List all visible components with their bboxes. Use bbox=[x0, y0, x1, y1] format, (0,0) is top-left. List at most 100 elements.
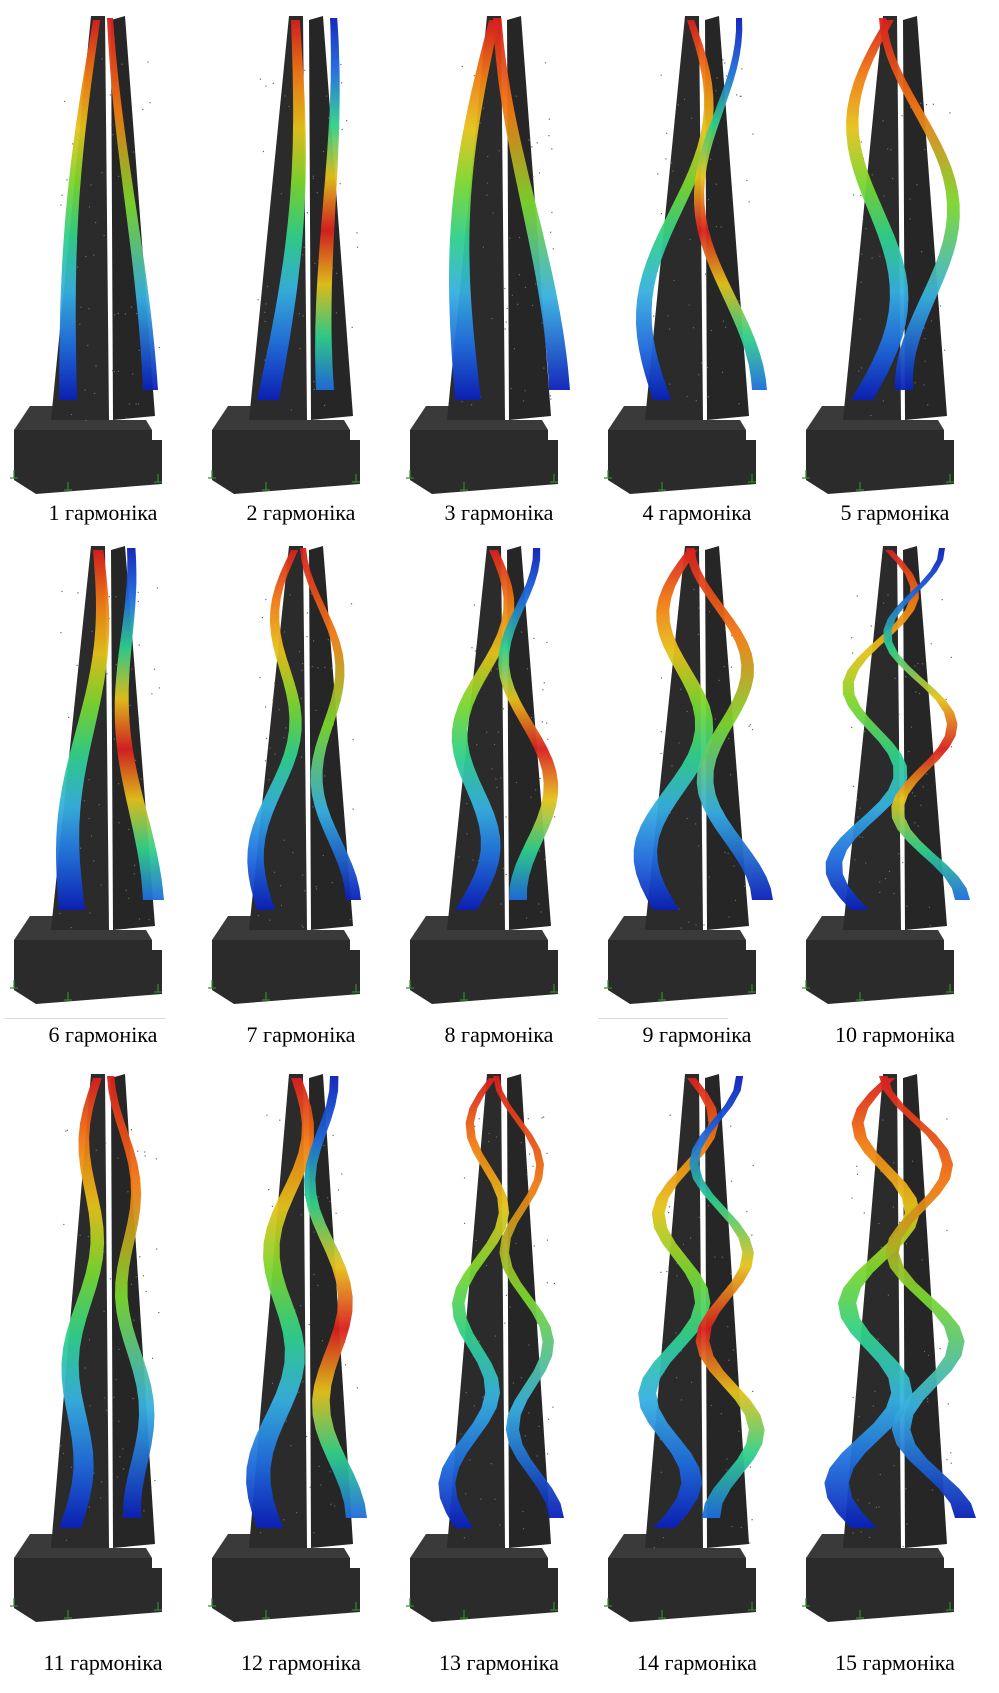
mode-shape-render bbox=[208, 1074, 367, 1622]
deformed-surface-left bbox=[59, 1078, 105, 1528]
tower-leaf-right bbox=[705, 546, 749, 930]
mode-shape-render bbox=[802, 1074, 976, 1622]
mode-shape-render bbox=[10, 546, 164, 1004]
foundation-top bbox=[410, 916, 548, 940]
foundation-top bbox=[212, 1534, 350, 1558]
mode-shape-render bbox=[406, 1074, 564, 1622]
deformed-surface-right bbox=[689, 1076, 765, 1518]
foundation-block bbox=[608, 1558, 756, 1622]
foundation-top bbox=[806, 1534, 944, 1558]
deformed-surface-right bbox=[686, 548, 773, 900]
mode-caption: 5 гармоніка bbox=[840, 500, 950, 525]
mode-caption: 10 гармоніка bbox=[835, 1022, 955, 1047]
deformed-surface-left bbox=[825, 550, 919, 910]
foundation-top bbox=[806, 916, 944, 940]
mode-caption: 13 гармоніка bbox=[439, 1650, 559, 1675]
tower-leaf-right bbox=[507, 1074, 551, 1548]
mode-shape-render bbox=[802, 546, 970, 1004]
deformed-surface-left bbox=[633, 550, 714, 910]
support-markers bbox=[10, 470, 162, 491]
mode-caption: 7 гармоніка bbox=[246, 1022, 356, 1047]
support-markers bbox=[802, 470, 954, 491]
deformed-surface-right bbox=[498, 548, 559, 900]
deformed-surface-left bbox=[449, 20, 500, 400]
foundation-block bbox=[212, 940, 360, 1004]
tower-render bbox=[404, 1068, 594, 1628]
support-markers bbox=[802, 980, 954, 1001]
deformed-surface-right bbox=[300, 548, 361, 900]
foundation-block bbox=[806, 1558, 954, 1622]
deformed-surface-right bbox=[315, 18, 340, 390]
deformed-surface-right bbox=[107, 1076, 155, 1518]
foundation-top bbox=[608, 1534, 746, 1558]
deformed-surface-right bbox=[114, 548, 164, 900]
support-markers bbox=[604, 470, 756, 491]
mode-shape-render bbox=[802, 16, 960, 494]
deformed-surface-left bbox=[56, 550, 110, 910]
mode-shape-render bbox=[10, 16, 162, 494]
mode-caption: 2 гармоніка bbox=[246, 500, 356, 525]
row-separator bbox=[5, 1018, 165, 1019]
support-markers bbox=[604, 980, 756, 1001]
mode-shape-render bbox=[406, 16, 570, 494]
deformed-surface-left bbox=[451, 550, 515, 910]
tower-render bbox=[8, 10, 198, 500]
foundation-block bbox=[212, 430, 360, 494]
tower-leaf-left bbox=[843, 546, 901, 930]
foundation-block bbox=[410, 430, 558, 494]
tower-render bbox=[404, 10, 594, 500]
support-markers bbox=[208, 470, 360, 491]
mode-shape-render bbox=[604, 16, 767, 494]
deformed-surface-right bbox=[107, 18, 158, 390]
foundation-block bbox=[14, 1558, 162, 1622]
tower-render bbox=[404, 540, 594, 1010]
support-markers bbox=[10, 1598, 162, 1619]
tower-leaf-right bbox=[309, 546, 353, 930]
tower-render bbox=[8, 540, 198, 1010]
mode-caption: 11 гармоніка bbox=[43, 1650, 163, 1675]
support-markers bbox=[604, 1598, 756, 1619]
mode-shape-render bbox=[406, 546, 559, 1004]
tower-render bbox=[206, 1068, 396, 1628]
mode-shape-render bbox=[208, 546, 361, 1004]
deformed-surface-left bbox=[247, 550, 302, 910]
mode-shape-render bbox=[604, 546, 773, 1004]
foundation-block bbox=[410, 940, 558, 1004]
support-markers bbox=[208, 980, 360, 1001]
support-markers bbox=[208, 1598, 360, 1619]
foundation-top bbox=[806, 406, 944, 430]
mode-caption: 8 гармоніка bbox=[444, 1022, 554, 1047]
row-separator bbox=[598, 1018, 728, 1019]
support-markers bbox=[406, 980, 558, 1001]
deformed-surface-left bbox=[59, 20, 101, 400]
mode-caption: 14 гармоніка bbox=[637, 1650, 757, 1675]
foundation-top bbox=[14, 406, 152, 430]
deformed-surface-right bbox=[879, 1076, 976, 1518]
tower-leaf-right bbox=[705, 16, 749, 420]
deformed-surface-left bbox=[438, 1078, 510, 1528]
foundation-top bbox=[14, 1534, 152, 1558]
deformed-surface-left bbox=[636, 20, 714, 400]
foundation-top bbox=[608, 406, 746, 430]
foundation-block bbox=[14, 430, 162, 494]
deformed-surface-left bbox=[257, 20, 306, 400]
tower-render bbox=[800, 540, 990, 1010]
support-markers bbox=[10, 980, 162, 1001]
tower-render bbox=[602, 10, 792, 500]
mode-shape-render bbox=[10, 1074, 162, 1622]
foundation-block bbox=[14, 940, 162, 1004]
deformed-surface-right bbox=[493, 18, 570, 390]
foundation-top bbox=[212, 406, 350, 430]
mode-caption: 1 гармоніка bbox=[48, 500, 158, 525]
support-markers bbox=[802, 1598, 954, 1619]
deformed-surface-left bbox=[638, 1078, 719, 1528]
deformed-surface-right bbox=[493, 1076, 564, 1518]
support-markers bbox=[406, 470, 558, 491]
tower-leaf-left bbox=[447, 1074, 505, 1548]
foundation-block bbox=[410, 1558, 558, 1622]
tower-render bbox=[602, 1068, 792, 1628]
deformed-surface-right bbox=[879, 18, 960, 390]
foundation-block bbox=[212, 1558, 360, 1622]
support-markers bbox=[406, 1598, 558, 1619]
tower-render bbox=[800, 10, 990, 500]
